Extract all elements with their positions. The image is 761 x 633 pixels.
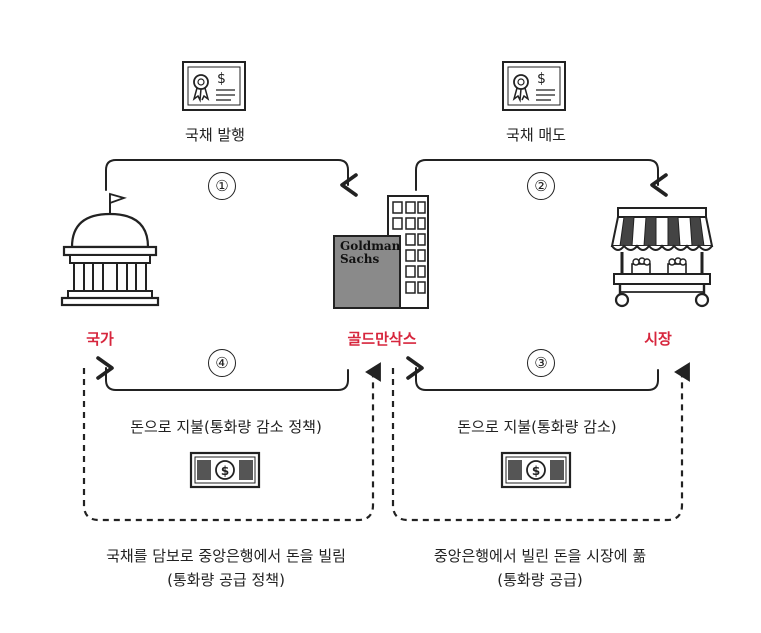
caption-loan-right-1: 중앙은행에서 빌린 돈을 시장에 풂	[433, 547, 647, 565]
dollar-bill-icon: $	[500, 451, 572, 489]
label-country: 국가	[86, 330, 114, 348]
market-stall-icon	[610, 207, 714, 308]
dashed-arrow-loan-right	[391, 362, 690, 522]
dashed-arrow-loan-left	[82, 362, 381, 522]
bond-certificate-icon: $	[182, 61, 246, 111]
goldman-logo-text: Goldman Sachs	[340, 240, 402, 266]
arrow-pay-country	[96, 356, 349, 391]
arrow-pay-goldman	[406, 356, 659, 391]
step-number-1: ①	[208, 172, 236, 200]
arrow-issue-bond	[105, 159, 358, 197]
caption-step-1: 국채 발행	[185, 126, 245, 144]
step-number-3: ③	[527, 349, 555, 377]
svg-text:$: $	[217, 71, 226, 87]
step-number-4: ④	[208, 349, 236, 377]
label-goldman-sachs: 골드만삭스	[347, 330, 417, 348]
bond-certificate-icon: $	[502, 61, 566, 111]
government-building-icon	[60, 192, 160, 307]
goldman-logo-line2: Sachs	[340, 252, 380, 266]
caption-step-2: 국채 매도	[506, 126, 566, 144]
svg-text:$: $	[532, 464, 540, 478]
arrow-sell-bond	[415, 159, 668, 197]
caption-loan-left-2: (통화량 공급 정책)	[167, 571, 285, 589]
svg-text:$: $	[221, 464, 229, 478]
office-building-icon	[333, 195, 429, 309]
caption-loan-left-1: 국채를 담보로 중앙은행에서 돈을 빌림	[106, 547, 346, 565]
caption-step-3: 돈으로 지불(통화량 감소)	[457, 418, 617, 436]
caption-step-4: 돈으로 지불(통화량 감소 정책)	[130, 418, 322, 436]
label-market: 시장	[644, 330, 672, 348]
dollar-bill-icon: $	[189, 451, 261, 489]
svg-text:$: $	[537, 71, 546, 87]
caption-loan-right-2: (통화량 공급)	[497, 571, 583, 589]
step-number-2: ②	[527, 172, 555, 200]
goldman-logo-line1: Goldman	[340, 239, 401, 253]
